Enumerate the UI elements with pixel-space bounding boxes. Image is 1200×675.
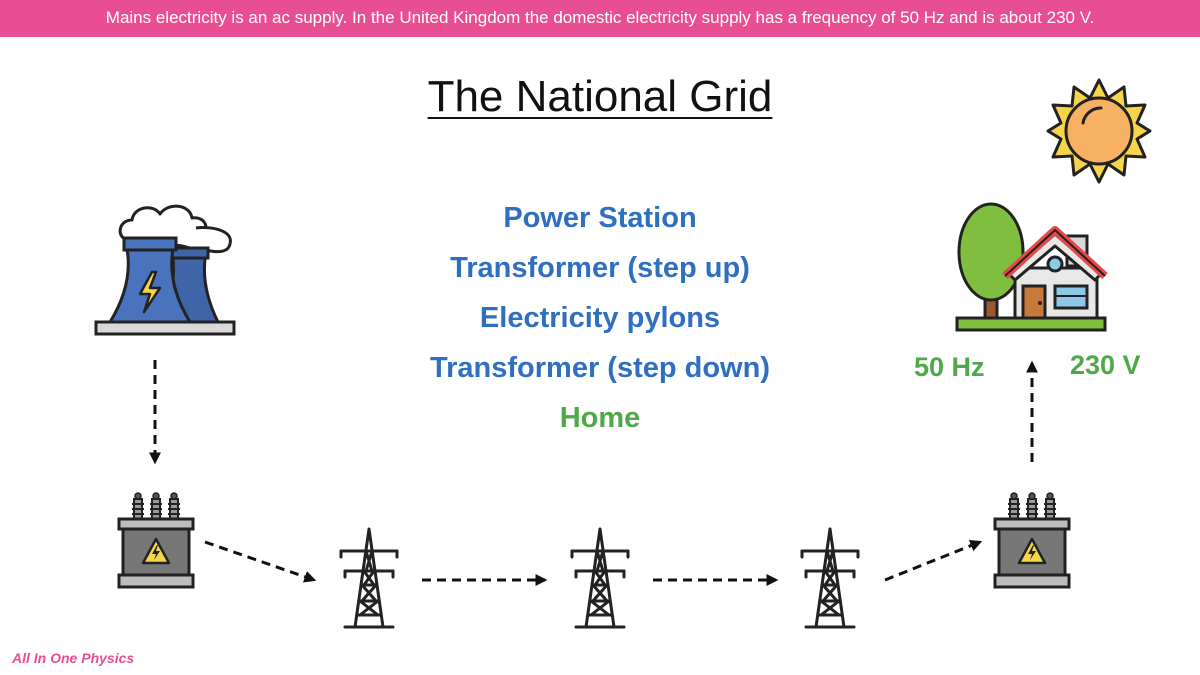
transformer-step-up-icon: [117, 492, 195, 589]
steps-list: Power Station Transformer (step up) Elec…: [350, 195, 850, 445]
pylon-icon: [800, 527, 860, 629]
info-banner: Mains electricity is an ac supply. In th…: [0, 0, 1200, 37]
frequency-label: 50 Hz: [914, 352, 985, 382]
arrow-transformer-to-pylon: [204, 540, 317, 583]
transformer-step-down-icon: [993, 492, 1071, 589]
step-transformer-step-up: Transformer (step up): [450, 252, 750, 284]
power-station-icon: [94, 204, 236, 336]
house-icon: [955, 202, 1108, 332]
step-power-station: Power Station: [503, 202, 697, 234]
voltage-label: 230 V: [1070, 350, 1141, 380]
step-transformer-step-down: Transformer (step down): [430, 352, 770, 384]
step-electricity-pylons: Electricity pylons: [479, 302, 721, 334]
pylon-icon: [339, 527, 399, 629]
arrow-pylon-to-transformer: [884, 539, 983, 582]
pylon-icon: [570, 527, 630, 629]
sun-icon: [1046, 78, 1152, 184]
page-title: The National Grid: [427, 72, 773, 121]
brand-label: All In One Physics: [12, 650, 135, 666]
step-home: Home: [559, 402, 641, 434]
